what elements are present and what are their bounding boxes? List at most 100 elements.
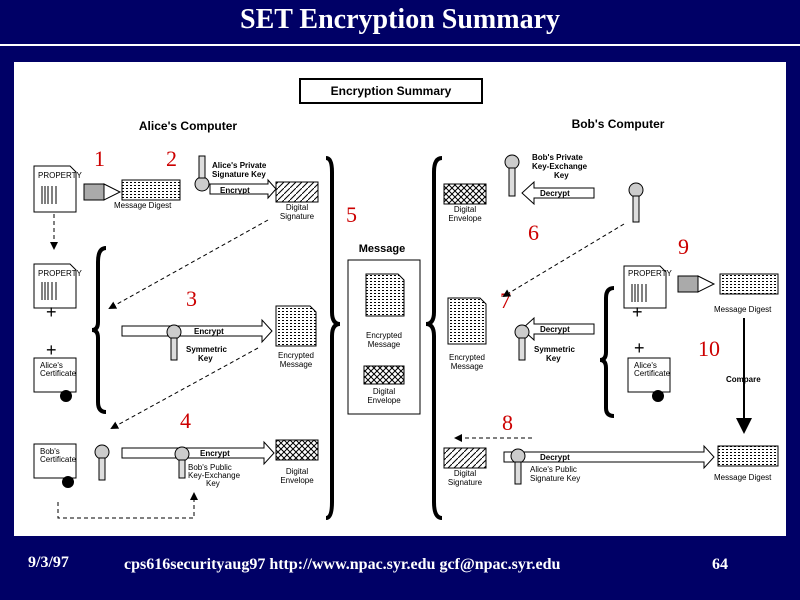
svg-text:Encrypt: Encrypt: [194, 327, 224, 336]
alice-message-digest: Message Digest: [83, 179, 181, 210]
alice-digital-envelope: Digital Envelope: [275, 439, 319, 485]
svg-text:Signature Key: Signature Key: [212, 170, 266, 179]
bob-key-icon: [628, 182, 644, 223]
bob-computer-label: Bob's Computer: [572, 117, 665, 131]
svg-text:Key: Key: [206, 479, 220, 488]
bob-message-digest: Message Digest: [677, 273, 779, 314]
svg-text:Message Digest: Message Digest: [714, 473, 772, 482]
step-10: 10: [698, 336, 720, 361]
svg-text:Certificate: Certificate: [634, 369, 671, 378]
bob-brace: [599, 286, 615, 418]
encrypt-arrow-3: [121, 318, 273, 344]
svg-text:Bob's Private: Bob's Private: [532, 153, 583, 162]
diagram-canvas: Encryption Summary Alice's Computer Bob'…: [33, 78, 779, 520]
bob-digital-signature: Digital Signature: [443, 447, 487, 487]
decrypt-arrow-8: [503, 444, 715, 470]
svg-text:Message Digest: Message Digest: [714, 305, 772, 314]
step-7: 7: [500, 288, 511, 313]
svg-text:Encrypted: Encrypted: [366, 331, 402, 340]
svg-text:Decrypt: Decrypt: [540, 325, 570, 334]
svg-text:Bob's Public: Bob's Public: [188, 463, 232, 472]
svg-text:Symmetric: Symmetric: [534, 345, 575, 354]
bob-property-document: PROPERTY: [623, 265, 673, 309]
encrypt-arrow-2: [209, 178, 277, 200]
bob-public-key-icon: [94, 444, 110, 481]
bob-encrypted-message: Encrypted Message: [447, 297, 487, 371]
slide-title: SET Encryption Summary: [240, 4, 560, 35]
svg-text:Key: Key: [198, 354, 213, 363]
step-2: 2: [166, 146, 177, 171]
alice-public-key: Alice's Public Signature Key: [510, 448, 580, 485]
bob-message-digest-2: Message Digest: [714, 445, 779, 482]
svg-text:Signature Key: Signature Key: [530, 474, 580, 483]
encryption-summary-diagram: Encryption Summary Alice's Computer Bob'…: [14, 62, 786, 536]
svg-text:Digital: Digital: [373, 387, 395, 396]
encrypt-arrow-4: [121, 440, 275, 466]
step-3: 3: [186, 286, 197, 311]
svg-text:+: +: [46, 302, 57, 322]
svg-text:Digital: Digital: [286, 203, 308, 212]
svg-text:Alice's Private: Alice's Private: [212, 161, 267, 170]
dashed-loop-arrow: [57, 492, 198, 519]
svg-text:+: +: [632, 302, 643, 322]
bob-side-alice-certificate: Alice's Certificate: [627, 357, 671, 402]
svg-text:Alice's: Alice's: [634, 361, 657, 370]
svg-text:Decrypt: Decrypt: [540, 453, 570, 462]
svg-text:Key-Exchange: Key-Exchange: [532, 162, 588, 171]
bob-symmetric-key: Symmetric Key: [514, 324, 575, 363]
alice-certificate: Alice's Certificate: [33, 357, 77, 402]
symmetric-key-icon: [166, 324, 182, 361]
title-divider: [0, 44, 800, 46]
svg-text:Decrypt: Decrypt: [540, 189, 570, 198]
alice-digital-signature: Digital Signature: [275, 181, 319, 221]
dashed-arrow-c: [502, 223, 625, 298]
svg-text:Digital: Digital: [454, 469, 476, 478]
svg-text:Bob's: Bob's: [40, 447, 60, 456]
alice-computer-label: Alice's Computer: [139, 119, 238, 133]
step-8: 8: [502, 410, 513, 435]
step-6: 6: [528, 220, 539, 245]
svg-text:Compare: Compare: [726, 375, 761, 384]
footer-page-number: 64: [712, 556, 728, 573]
svg-text:Signature: Signature: [280, 212, 315, 221]
alice-property-document: PROPERTY: [33, 165, 83, 213]
svg-text:Symmetric: Symmetric: [186, 345, 227, 354]
svg-text:Digital: Digital: [454, 205, 476, 214]
svg-text:Message Digest: Message Digest: [114, 201, 172, 210]
svg-text:Message: Message: [359, 243, 405, 255]
svg-text:Alice's Public: Alice's Public: [530, 465, 577, 474]
svg-text:Envelope: Envelope: [367, 396, 401, 405]
step-1: 1: [94, 146, 105, 171]
bob-digital-envelope: Digital Envelope: [443, 183, 487, 223]
bob-public-key-exchange: Bob's Public Key-Exchange Key: [174, 446, 241, 488]
step-9: 9: [678, 234, 689, 259]
dashed-arrow-a: [108, 219, 269, 309]
svg-text:PROPERTY: PROPERTY: [38, 269, 83, 278]
svg-text:+: +: [46, 340, 57, 360]
svg-text:Encrypt: Encrypt: [200, 449, 230, 458]
footer-date: 9/3/97: [28, 554, 69, 571]
left-brace: [325, 156, 341, 520]
step-4: 4: [180, 408, 191, 433]
svg-text:Certificate: Certificate: [40, 369, 77, 378]
svg-text:+: +: [634, 338, 645, 358]
alice-brace: [91, 246, 107, 414]
svg-text:Key-Exchange: Key-Exchange: [188, 471, 241, 480]
box-title: Encryption Summary: [331, 84, 452, 98]
message-box: Message Encrypted Message Digital Envelo…: [347, 243, 421, 415]
svg-text:Message: Message: [451, 362, 484, 371]
alice-encrypted-message: Encrypted Message: [275, 305, 317, 369]
svg-text:PROPERTY: PROPERTY: [38, 171, 83, 180]
decrypt-arrow-6: [521, 180, 595, 206]
bob-private-key: Bob's Private Key-Exchange Key: [504, 153, 588, 197]
title-box: [299, 78, 483, 104]
svg-text:PROPERTY: PROPERTY: [628, 269, 673, 278]
svg-text:Key: Key: [554, 171, 569, 180]
svg-text:Digital: Digital: [286, 467, 308, 476]
svg-text:Signature: Signature: [448, 478, 483, 487]
alice-private-key: Alice's Private Signature Key: [194, 155, 267, 192]
svg-text:Encrypted: Encrypted: [278, 351, 314, 360]
bob-certificate: Bob's Certificate: [33, 443, 77, 488]
alice-property-document-2: PROPERTY: [33, 263, 83, 309]
svg-text:Message: Message: [280, 360, 313, 369]
